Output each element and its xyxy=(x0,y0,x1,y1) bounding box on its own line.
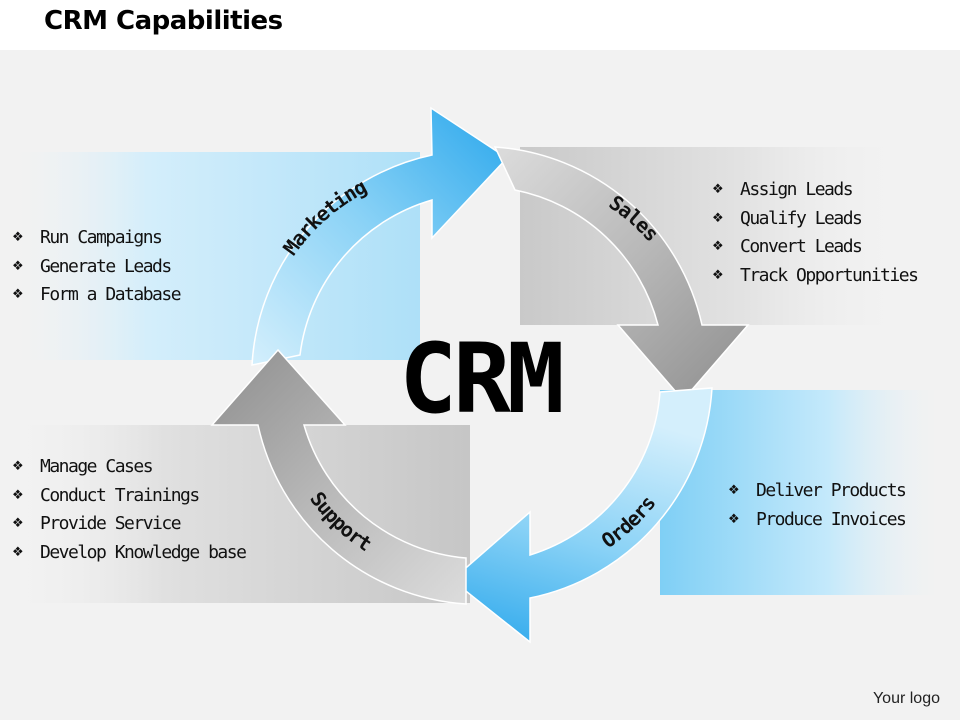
list-item: ❖Develop Knowledge base xyxy=(12,539,247,568)
list-item: ❖Conduct Trainings xyxy=(12,482,245,511)
list-item: ❖Run Campaigns xyxy=(12,224,180,253)
list-item: ❖Convert Leads xyxy=(712,233,917,262)
list-item: ❖Track Opportunities xyxy=(712,262,919,291)
diamond-bullet-icon: ❖ xyxy=(12,459,24,474)
diamond-bullet-icon: ❖ xyxy=(712,239,724,254)
diamond-bullet-icon: ❖ xyxy=(728,483,740,498)
list-item: ❖Assign Leads xyxy=(712,176,917,205)
support-arrow xyxy=(210,348,467,605)
center-crm-label: CRM xyxy=(399,323,561,435)
diamond-bullet-icon: ❖ xyxy=(712,182,724,197)
diamond-bullet-icon: ❖ xyxy=(12,230,24,245)
diamond-bullet-icon: ❖ xyxy=(712,267,724,283)
list-item: ❖Provide Service xyxy=(12,510,245,539)
list-item: ❖Qualify Leads xyxy=(712,205,917,234)
marketing-band xyxy=(0,152,420,360)
list-item: ❖Form a Database xyxy=(12,281,182,310)
sales-items: ❖Assign Leads ❖Qualify Leads ❖Convert Le… xyxy=(712,176,919,291)
marketing-arrow xyxy=(251,106,509,366)
marketing-items: ❖Run Campaigns ❖Generate Leads ❖Form a D… xyxy=(12,224,182,310)
diamond-bullet-icon: ❖ xyxy=(12,258,24,274)
orders-arrow xyxy=(450,387,713,644)
list-item: ❖Produce Invoices xyxy=(728,506,907,535)
diamond-bullet-icon: ❖ xyxy=(12,544,24,560)
diamond-bullet-icon: ❖ xyxy=(12,287,24,302)
diamond-bullet-icon: ❖ xyxy=(12,487,24,503)
diamond-bullet-icon: ❖ xyxy=(712,210,724,226)
list-item: ❖Manage Cases xyxy=(12,453,245,482)
page-title: CRM Capabilities xyxy=(44,6,283,36)
diamond-bullet-icon: ❖ xyxy=(12,516,24,531)
list-item: ❖Deliver Products xyxy=(728,477,907,506)
logo-placeholder: Your logo xyxy=(872,690,940,707)
sales-arrow xyxy=(493,146,750,402)
title-bar: CRM Capabilities xyxy=(0,0,960,50)
support-items: ❖Manage Cases ❖Conduct Trainings ❖Provid… xyxy=(12,453,247,568)
list-item: ❖Generate Leads xyxy=(12,253,180,282)
diamond-bullet-icon: ❖ xyxy=(728,511,740,527)
orders-items: ❖Deliver Products ❖Produce Invoices xyxy=(728,477,907,535)
